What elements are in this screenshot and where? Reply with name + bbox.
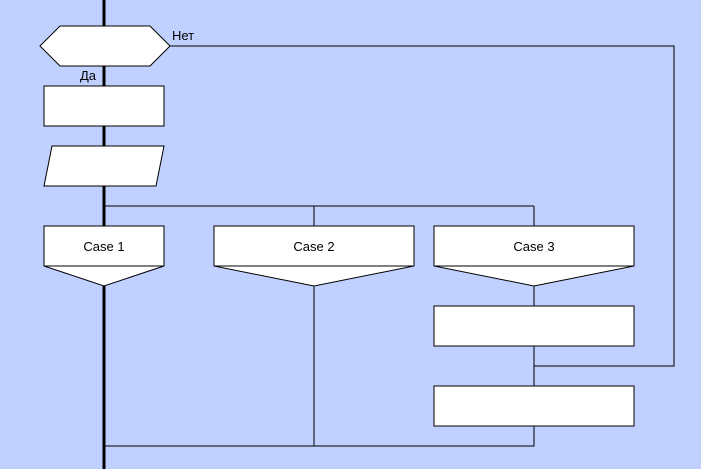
case-2-box[interactable] bbox=[213, 225, 415, 287]
io-parallelogram[interactable] bbox=[43, 145, 165, 187]
case-2-label: Case 2 bbox=[293, 239, 334, 254]
case-3-action-box-2[interactable] bbox=[433, 385, 635, 427]
case-3-box[interactable] bbox=[433, 225, 635, 287]
case-3-action-box-1[interactable] bbox=[433, 305, 635, 347]
yes-label: Да bbox=[80, 68, 97, 83]
no-label: Нет bbox=[172, 28, 194, 43]
loop-condition-hexagon[interactable] bbox=[39, 25, 171, 67]
case-1-label: Case 1 bbox=[83, 239, 124, 254]
case-1-box[interactable] bbox=[43, 225, 165, 287]
action-box[interactable] bbox=[43, 85, 165, 127]
case-3-label: Case 3 bbox=[513, 239, 554, 254]
merge-line bbox=[104, 426, 535, 447]
loop-back-line bbox=[166, 45, 675, 367]
